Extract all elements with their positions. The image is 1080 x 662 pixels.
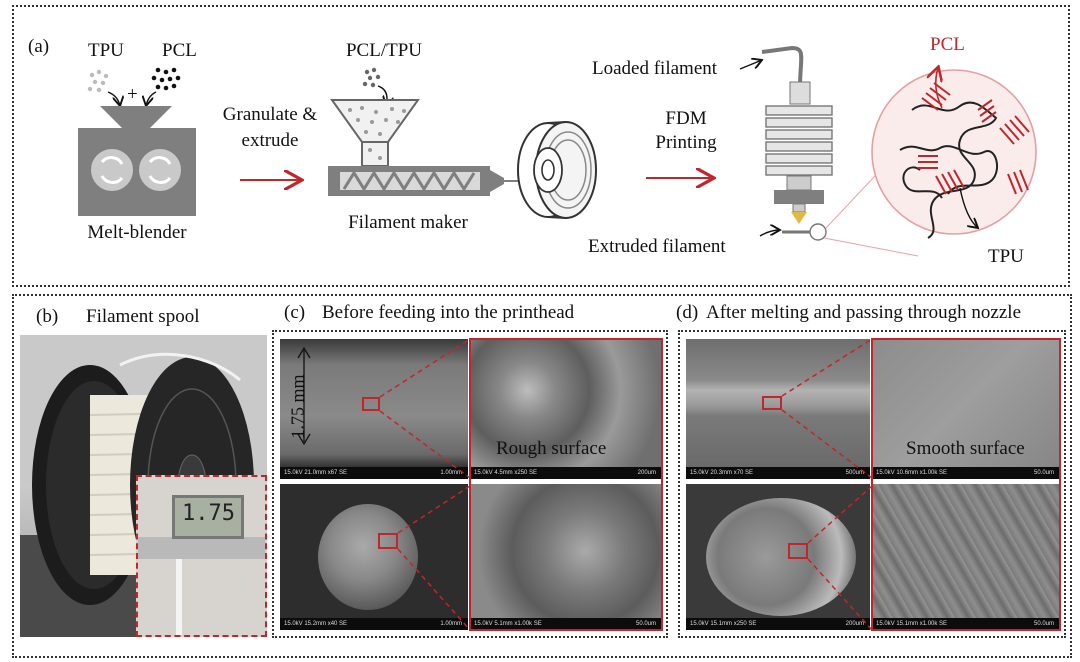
loaded-filament-label: Loaded filament — [592, 58, 718, 79]
sem-scale: 500um — [845, 470, 864, 476]
printhead-icon — [739, 45, 919, 257]
sem-caption: 15.0kV 21.0mm x67 SE — [284, 470, 348, 476]
sem-scale: 1.00mm — [440, 470, 462, 476]
sem-caption: 15.0kV 5.1mm x1.00k SE — [474, 621, 542, 627]
sem-caption: 15.0kV 15.1mm x1.00k SE — [876, 621, 948, 627]
panel-c-label: (c) — [284, 302, 306, 323]
step-granulate-label: Granulate & — [222, 104, 318, 125]
caliper-display — [172, 495, 244, 539]
sem-caption: 15.0kV 15.1mm x250 SE — [690, 621, 757, 627]
sem-scale: 200um — [845, 621, 864, 627]
zoom-pcl-label: PCL — [930, 34, 965, 55]
filament-maker-icon — [328, 67, 518, 196]
process-schematic — [78, 45, 1037, 257]
sem-c-frame-high — [469, 338, 663, 631]
sem-caption: 15.0kV 10.6mm x1.00k SE — [876, 470, 948, 476]
zoom-tpu-label: TPU — [988, 246, 1024, 267]
sem-d-frame-high — [871, 338, 1061, 631]
diameter-label: 1.75 mm — [287, 374, 308, 439]
polymer-blend-zoom-icon — [871, 68, 1037, 239]
panel-c-frame — [272, 330, 668, 638]
sem-c-side-high: 15.0kV 4.5mm x250 SE 200um — [470, 339, 662, 479]
sem-d-cross-low: 15.0kV 15.1mm x250 SE 200um — [686, 484, 870, 630]
filament-spool-photo: 1.75 — [20, 335, 267, 637]
sem-scale: 200um — [637, 470, 656, 476]
panel-d-title: After melting and passing through nozzle — [706, 302, 1022, 323]
caliper-inset: 1.75 — [136, 475, 267, 637]
panel-d-label: (d) — [676, 302, 699, 323]
panel-d-frame — [678, 330, 1066, 638]
smooth-surface-label: Smooth surface — [906, 438, 1025, 459]
sem-c-roi-top — [362, 397, 380, 411]
sem-d-roi-bottom — [788, 543, 808, 559]
sem-d-side-high: 15.0kV 10.6mm x1.00k SE 50.0um — [872, 339, 1060, 479]
spool-icon — [517, 121, 597, 219]
panel-b-title: Filament spool — [86, 306, 200, 327]
sem-scale: 1.00mm — [440, 621, 462, 627]
sem-d-cross-high: 15.0kV 15.1mm x1.00k SE 50.0um — [872, 484, 1060, 630]
pcl-pellets-icon — [151, 67, 181, 91]
panel-c-callouts — [297, 338, 471, 631]
step-printing-label: Printing — [655, 132, 717, 153]
caliper-reading: 1.75 — [182, 501, 235, 526]
panel-b-label: (b) — [36, 306, 59, 327]
rough-surface-label: Rough surface — [496, 438, 607, 459]
caliper-filament — [176, 559, 182, 635]
sem-scale: 50.0um — [635, 621, 656, 627]
bottom-row-frame — [12, 294, 1072, 658]
panel-d-callouts — [781, 338, 873, 631]
step-fdm-label: FDM — [665, 108, 707, 129]
panel-a — [12, 5, 1070, 287]
pcl-tpu-label: PCL/TPU — [345, 40, 423, 61]
sem-scale: 50.0um — [1033, 470, 1054, 476]
panel-a-label: (a) — [28, 36, 50, 57]
melt-blender-label: Melt-blender — [87, 222, 187, 243]
step-extrude-label: extrude — [241, 130, 299, 151]
sem-c-cross-high: 15.0kV 5.1mm x1.00k SE 50.0um — [470, 484, 662, 630]
sem-c-roi-bottom — [378, 533, 398, 549]
panel-c-title: Before feeding into the printhead — [322, 302, 575, 323]
sem-caption: 15.0kV 4.5mm x250 SE — [474, 470, 538, 476]
sem-scale: 50.0um — [1033, 621, 1054, 627]
tpu-label: TPU — [88, 40, 124, 61]
melt-blender-icon — [78, 67, 196, 216]
extruded-filament-label: Extruded filament — [588, 236, 726, 257]
filament-maker-label: Filament maker — [348, 212, 468, 233]
plus-sign: + — [127, 84, 138, 105]
tpu-pellets-icon — [87, 69, 109, 93]
sem-caption: 15.0kV 15.2mm x40 SE — [284, 621, 348, 627]
caliper-jaw — [138, 537, 265, 559]
pcl-label: PCL — [162, 40, 197, 61]
sem-d-roi-top — [762, 396, 782, 410]
sem-caption: 15.0kV 20.3mm x70 SE — [690, 470, 754, 476]
